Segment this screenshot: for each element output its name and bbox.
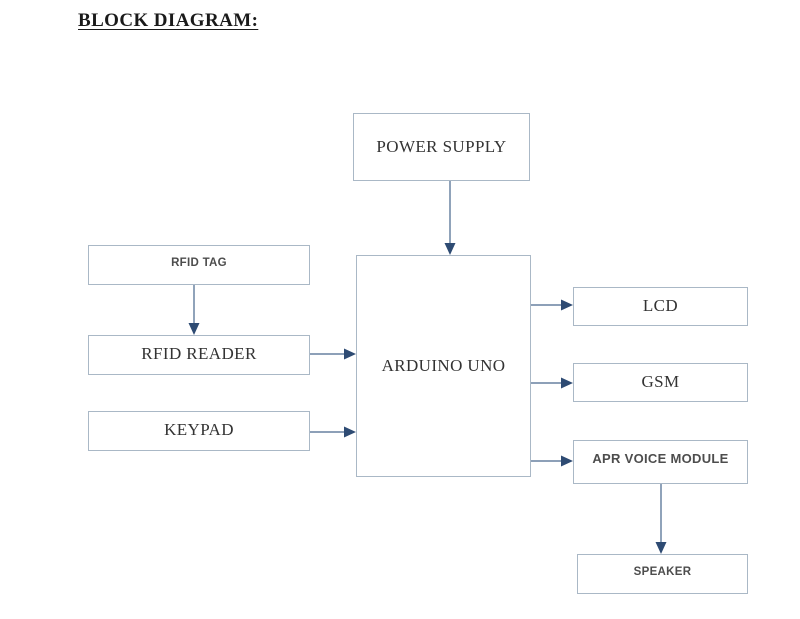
block-apr-voice-module[interactable]: APR VOICE MODULE [573,440,748,484]
page-title: BLOCK DIAGRAM: [78,10,259,31]
connector-arduino-uno-to-apr-voice [531,455,573,467]
connector-rfid-tag-to-rfid-reader [188,285,200,335]
block-rfid-tag[interactable]: RFID TAG [88,245,310,285]
block-keypad[interactable]: KEYPAD [88,411,310,451]
block-gsm[interactable]: GSM [573,363,748,402]
block-rfid-reader[interactable]: RFID READER [88,335,310,375]
block-rfid-tag-label: RFID TAG [171,257,227,269]
block-arduino-uno[interactable]: ARDUINO UNO [356,255,531,477]
block-speaker-label: SPEAKER [633,566,692,578]
block-rfid-reader-label: RFID READER [141,344,257,363]
block-arduino-uno-label: ARDUINO UNO [381,355,506,375]
connector-keypad-to-arduino-uno [310,426,356,438]
connector-apr-voice-to-speaker [655,484,667,554]
block-power-supply[interactable]: POWER SUPPLY [353,113,530,181]
block-lcd[interactable]: LCD [573,287,748,326]
connector-arduino-uno-to-lcd [531,299,573,311]
connector-power-supply-to-arduino-uno [444,181,456,255]
block-apr-voice-module-label: APR VOICE MODULE [592,451,729,466]
block-gsm-label: GSM [641,372,680,391]
connector-rfid-reader-to-arduino-uno [310,348,356,360]
block-power-supply-label: POWER SUPPLY [376,136,507,156]
block-keypad-label: KEYPAD [164,420,234,439]
connector-arduino-uno-to-gsm [531,377,573,389]
block-lcd-label: LCD [642,296,679,315]
block-speaker[interactable]: SPEAKER [577,554,748,594]
